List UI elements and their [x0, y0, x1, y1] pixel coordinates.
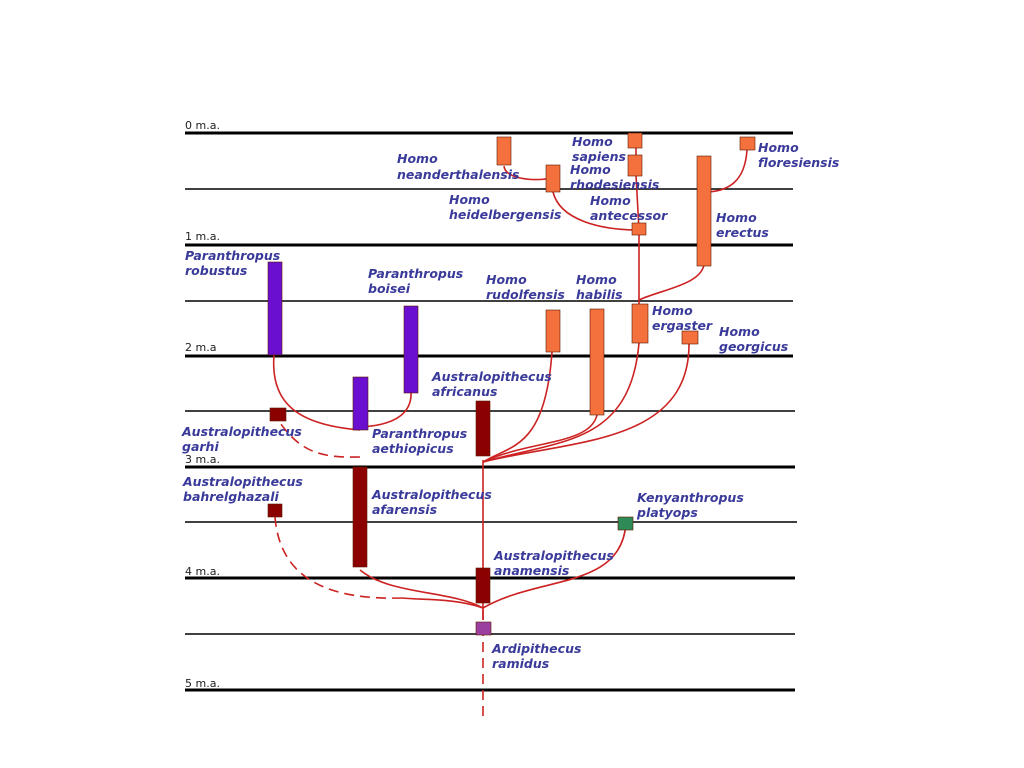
lineage-branch	[482, 351, 553, 463]
homo-erectus-label: Homo	[716, 210, 757, 225]
time-axis-label: 4 m.a.	[185, 565, 220, 578]
lineage-branch	[272, 354, 361, 431]
homo-ergaster-label: ergaster	[652, 318, 713, 333]
homo-floresiensis-range-bar	[739, 136, 756, 151]
time-axis-label: 3 m.a.	[185, 453, 220, 466]
homo-rhodesiensis-label: rhodesiensis	[570, 177, 659, 192]
homo-ergaster-label: Homo	[652, 303, 693, 318]
time-axis-label: 2 m.a	[185, 341, 216, 354]
species-labels: HomoneanderthalensisHomosapiensHomorhode…	[181, 134, 839, 671]
lineage-branch	[277, 419, 361, 458]
australopithecus-africanus-range-bar	[475, 400, 491, 457]
homo-rudolfensis-label: rudolfensis	[486, 287, 565, 302]
paranthropus-robustus-label: robustus	[185, 263, 247, 278]
lineage-branch	[274, 516, 403, 599]
paranthropus-robustus-label: Paranthropus	[185, 248, 280, 263]
lineage-branches	[272, 148, 748, 718]
homo-habilis-label: habilis	[576, 287, 623, 302]
homo-antecessor-label: antecessor	[590, 208, 668, 223]
homo-heidelbergensis-range-bar	[545, 164, 561, 193]
paranthropus-robustus-range-bar	[267, 261, 283, 356]
lineage-branch	[482, 523, 627, 609]
australopithecus-garhi-label: Australopithecus	[181, 424, 302, 439]
homo-neanderthalensis-range-bar	[496, 136, 512, 166]
lineage-branch	[359, 569, 484, 609]
homo-sapiens-label: Homo	[572, 134, 613, 149]
lineage-branch	[401, 597, 484, 609]
lineage-branch	[482, 342, 690, 463]
homo-floresiensis-label: floresiensis	[758, 155, 839, 170]
kenyanthropus-platyops-label: platyops	[636, 505, 698, 520]
paranthropus-boisei-range-bar	[403, 305, 419, 394]
ardipithecus-ramidus-label: ramidus	[492, 656, 549, 671]
time-axis-label: 1 m.a.	[185, 230, 220, 243]
paranthropus-aethiopicus-label: Paranthropus	[372, 426, 467, 441]
australopithecus-bahrelghazali-range-bar	[267, 503, 283, 518]
ardipithecus-ramidus-label: Ardipithecus	[491, 641, 581, 656]
time-axis-label: 0 m.a.	[185, 119, 220, 132]
homo-neanderthalensis-label: Homo	[397, 151, 438, 166]
australopithecus-afarensis-range-bar	[352, 466, 368, 568]
homo-habilis-range-bar	[589, 308, 605, 416]
homo-georgicus-label: Homo	[719, 324, 760, 339]
homo-rhodesiensis-range-bar	[627, 154, 643, 177]
australopithecus-afarensis-label: Australopithecus	[371, 487, 492, 502]
paranthropus-aethiopicus-range-bar	[352, 376, 369, 431]
homo-antecessor-label: Homo	[590, 193, 631, 208]
australopithecus-garhi-label: garhi	[182, 439, 219, 454]
homo-erectus-label: erectus	[716, 225, 769, 240]
paranthropus-boisei-label: Paranthropus	[368, 266, 463, 281]
kenyanthropus-platyops-label: Kenyanthropus	[637, 490, 744, 505]
ardipithecus-ramidus-range-bar	[475, 621, 492, 636]
australopithecus-anamensis-label: anamensis	[494, 563, 569, 578]
lineage-branch	[482, 414, 598, 463]
homo-sapiens-label: sapiens	[572, 149, 626, 164]
australopithecus-africanus-label: africanus	[432, 384, 497, 399]
homo-floresiensis-label: Homo	[758, 140, 799, 155]
australopithecus-garhi-range-bar	[269, 407, 287, 422]
homo-erectus-range-bar	[696, 155, 712, 267]
time-axis-labels: 0 m.a. 1 m.a. 2 m.a 3 m.a. 4 m.a. 5 m.a.	[185, 119, 220, 690]
australopithecus-bahrelghazali-label: bahrelghazali	[183, 489, 279, 504]
australopithecus-bahrelghazali-label: Australopithecus	[182, 474, 303, 489]
lineage-branch	[638, 264, 705, 301]
homo-rudolfensis-range-bar	[545, 309, 561, 353]
homo-ergaster-range-bar	[631, 303, 649, 344]
homo-heidelbergensis-label: Homo	[449, 192, 490, 207]
lineage-branch	[482, 342, 640, 463]
time-axis-label: 5 m.a.	[185, 677, 220, 690]
homo-habilis-label: Homo	[576, 272, 617, 287]
lineage-branch	[359, 391, 412, 428]
homo-neanderthalensis-label: neanderthalensis	[397, 167, 519, 182]
australopithecus-afarensis-label: afarensis	[372, 502, 437, 517]
kenyanthropus-platyops-range-bar	[617, 516, 634, 531]
homo-rhodesiensis-label: Homo	[570, 162, 611, 177]
homo-heidelbergensis-label: heidelbergensis	[449, 207, 561, 222]
paranthropus-boisei-label: boisei	[368, 281, 411, 296]
homo-georgicus-label: georgicus	[719, 339, 788, 354]
australopithecus-africanus-label: Australopithecus	[431, 369, 552, 384]
lineage-branch	[635, 174, 640, 231]
homo-antecessor-range-bar	[631, 222, 647, 236]
homo-georgicus-range-bar	[681, 330, 699, 345]
australopithecus-anamensis-label: Australopithecus	[493, 548, 614, 563]
species-range-bars	[267, 132, 756, 636]
homo-sapiens-range-bar	[627, 132, 643, 149]
homo-rudolfensis-label: Homo	[486, 272, 527, 287]
lineage-branch	[552, 191, 640, 231]
australopithecus-anamensis-range-bar	[475, 567, 491, 604]
paranthropus-aethiopicus-label: aethiopicus	[372, 441, 454, 456]
